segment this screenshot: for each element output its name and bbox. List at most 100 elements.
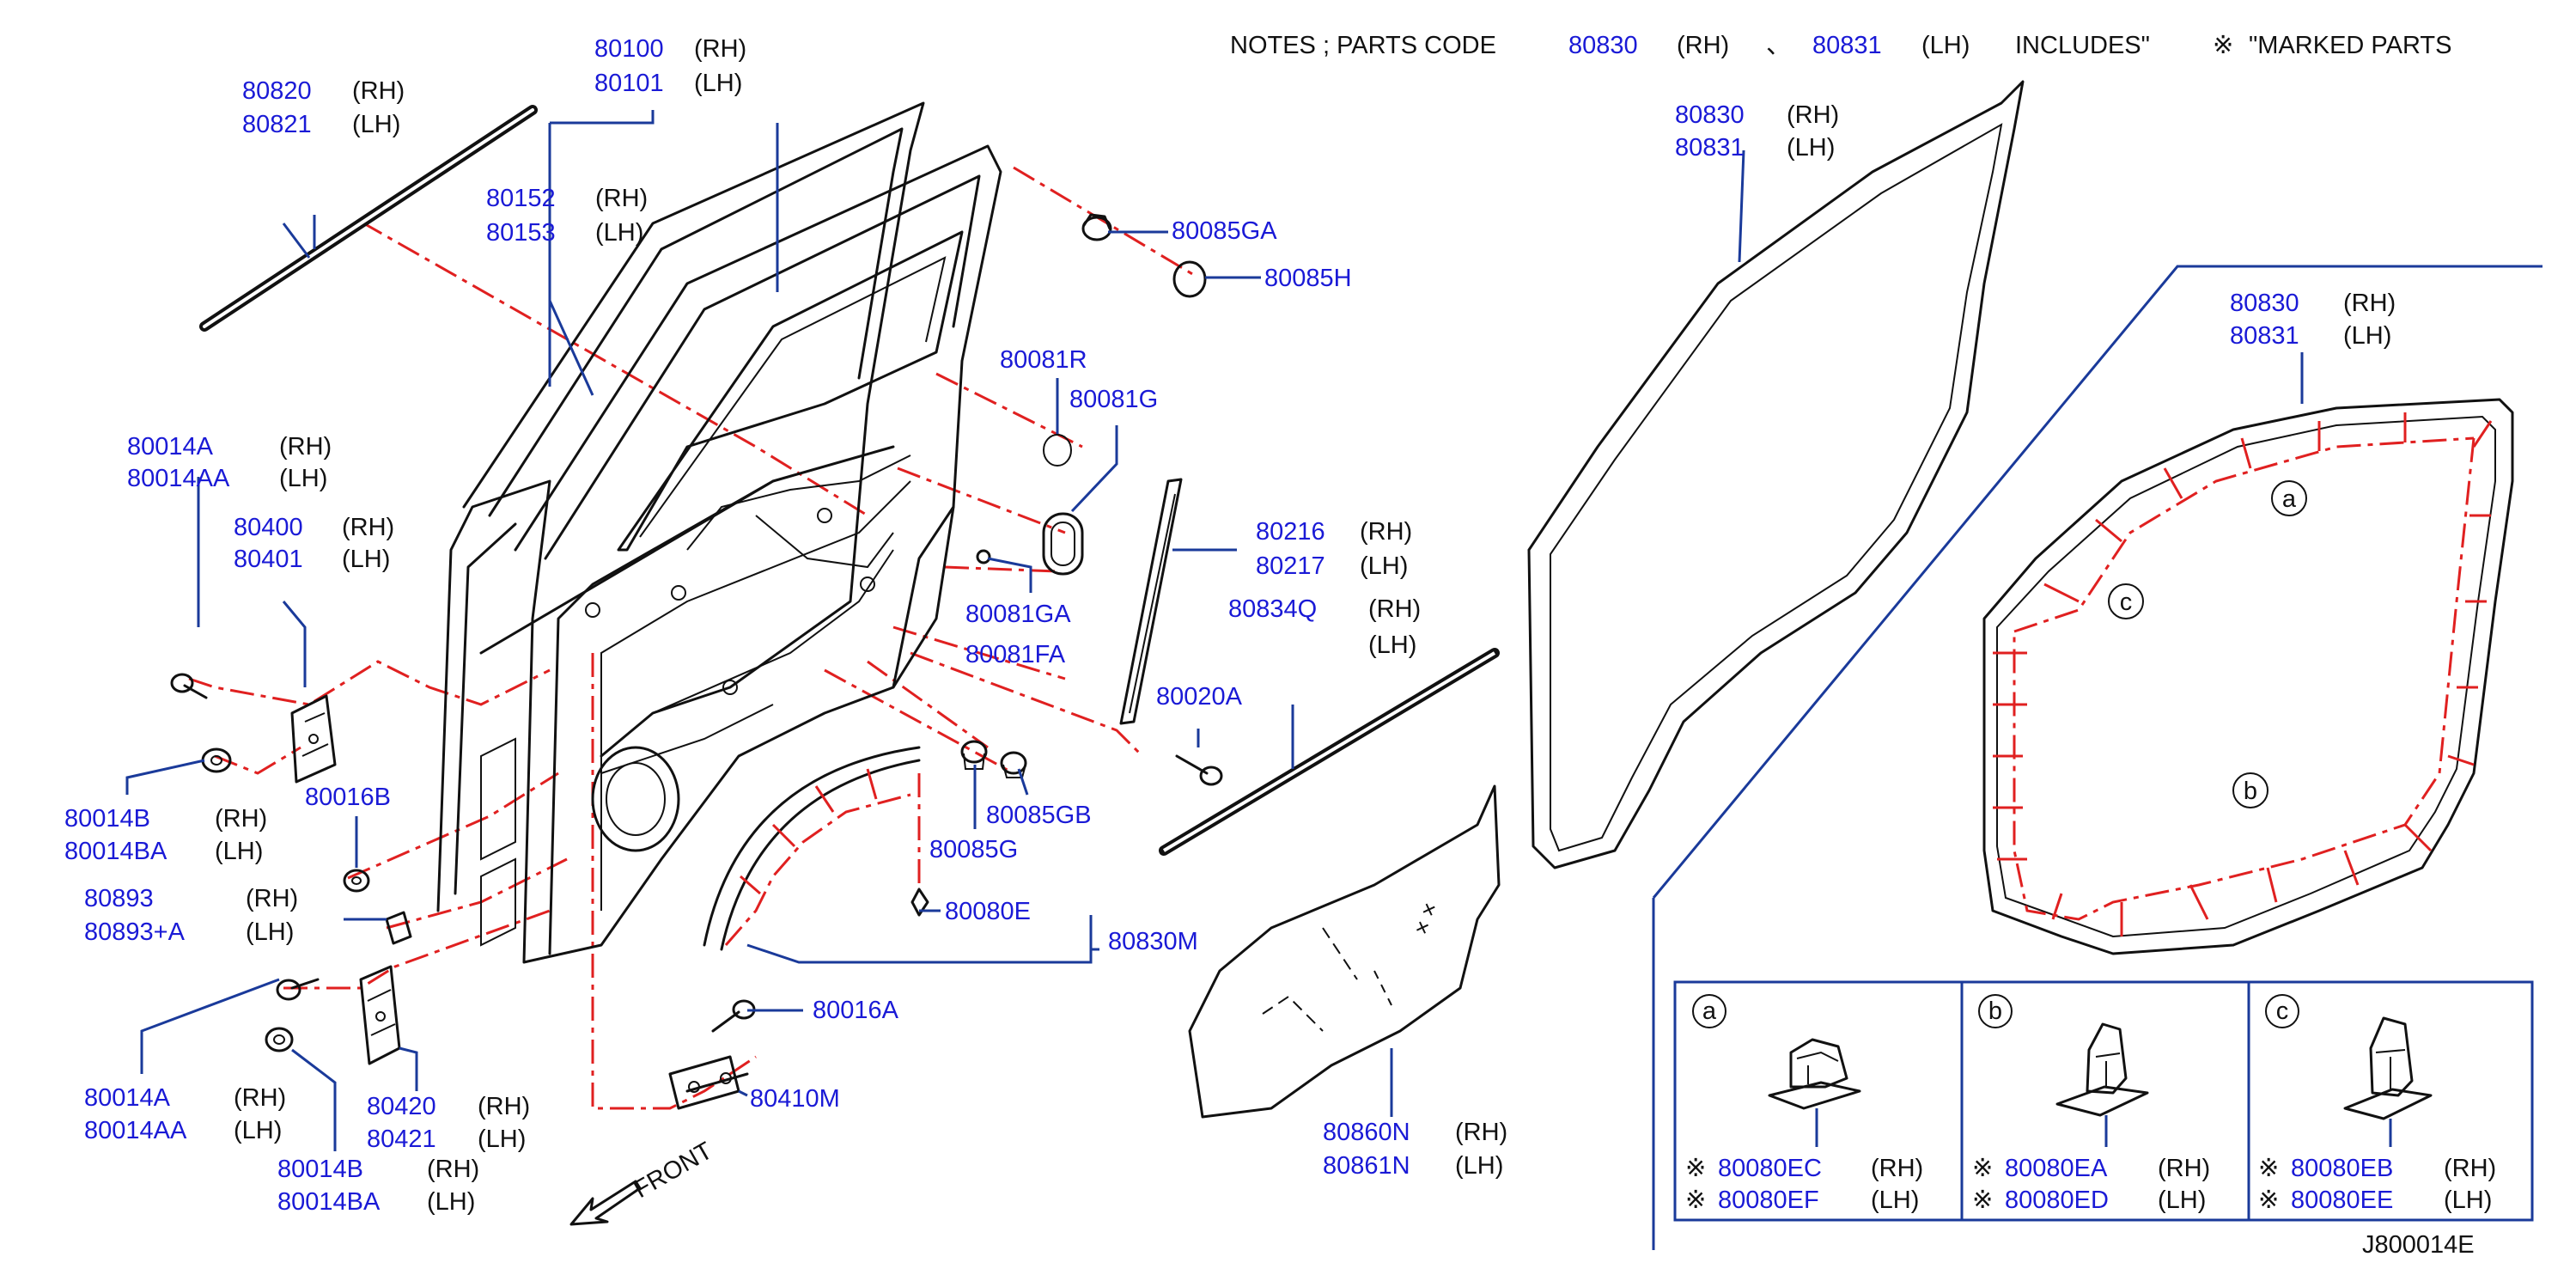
- door-weatherstrip-large[interactable]: [1527, 80, 2025, 869]
- clip-a-icon: [1768, 1038, 1861, 1147]
- nut-80016b[interactable]: [343, 869, 370, 893]
- label-80830[interactable]: 80830: [1675, 101, 1745, 129]
- stopper-80893[interactable]: [385, 911, 412, 945]
- label-80893[interactable]: 80893: [84, 885, 154, 912]
- label-80893a[interactable]: 80893+A: [84, 918, 186, 946]
- bolt-80014a-lower[interactable]: [276, 978, 320, 1001]
- label-80153[interactable]: 80153: [486, 219, 556, 247]
- label-80081r[interactable]: 80081R: [1000, 346, 1087, 374]
- label-80834q-lh-side: (LH): [1368, 631, 1416, 659]
- label-80085ga[interactable]: 80085GA: [1172, 217, 1277, 245]
- label-80085g[interactable]: 80085G: [929, 836, 1018, 863]
- label-80016a[interactable]: 80016A: [813, 997, 899, 1024]
- callout-a[interactable]: a: [2271, 480, 2307, 516]
- label-80831[interactable]: 80831: [1675, 134, 1745, 162]
- bolt-80014a-upper[interactable]: [170, 673, 208, 699]
- label-80014ba-lower[interactable]: 80014BA: [277, 1188, 381, 1216]
- label-80830-detail-side: (RH): [2343, 290, 2396, 317]
- hinge-80400[interactable]: [290, 694, 337, 784]
- label-80831-detail[interactable]: 80831: [2230, 322, 2299, 350]
- label-80014aa-upper-side: (LH): [279, 465, 327, 492]
- sash-channel-80216[interactable]: [1119, 478, 1183, 725]
- clip-a-mark-rh: ※: [1685, 1155, 1706, 1182]
- door-check-80410m[interactable]: [668, 1055, 749, 1110]
- label-80014b-upper[interactable]: 80014B: [64, 805, 150, 833]
- label-80830m[interactable]: 80830M: [1108, 928, 1198, 955]
- label-80820[interactable]: 80820: [242, 77, 312, 105]
- label-80216-side: (RH): [1360, 518, 1412, 546]
- centerline-80085g: [867, 660, 989, 749]
- clip-c-code-rh[interactable]: 80080EB: [2291, 1155, 2393, 1182]
- label-80834q[interactable]: 80834Q: [1228, 595, 1317, 623]
- label-80152[interactable]: 80152: [486, 185, 556, 212]
- inner-belt-molding-80834q[interactable]: [1159, 648, 1500, 856]
- label-80861n[interactable]: 80861N: [1323, 1152, 1410, 1180]
- sealing-screen-80860n[interactable]: ✕ ✕: [1188, 784, 1501, 1119]
- seal-80081g[interactable]: [1042, 512, 1084, 576]
- label-80014a-upper[interactable]: 80014A: [127, 433, 214, 461]
- clip-b-code-rh[interactable]: 80080EA: [2005, 1155, 2108, 1182]
- bolt-80020a[interactable]: [1175, 754, 1223, 786]
- label-80893-side: (RH): [246, 885, 298, 912]
- label-80014ba-upper[interactable]: 80014BA: [64, 838, 167, 865]
- centerline-80081g: [897, 467, 1066, 534]
- screen-marking: ✕ ✕: [1412, 900, 1441, 937]
- label-80216[interactable]: 80216: [1256, 518, 1325, 546]
- clip-a-code-lh[interactable]: 80080EF: [1718, 1187, 1819, 1214]
- label-80217[interactable]: 80217: [1256, 552, 1325, 580]
- label-80014a-lower[interactable]: 80014A: [84, 1084, 171, 1112]
- part-labels: 80820 (RH) 80821 (LH) 80100 (RH) 80101 (…: [64, 35, 2396, 1216]
- clip-80080e[interactable]: [910, 888, 929, 917]
- label-80401[interactable]: 80401: [234, 546, 303, 573]
- label-80014b-lower[interactable]: 80014B: [277, 1156, 363, 1183]
- label-80014aa-upper[interactable]: 80014AA: [127, 465, 230, 492]
- label-80830-detail[interactable]: 80830: [2230, 290, 2299, 317]
- clip-80085gb[interactable]: [1000, 751, 1027, 778]
- door-regulator-cable: [755, 515, 894, 569]
- label-80085gb[interactable]: 80085GB: [986, 802, 1092, 829]
- label-80101[interactable]: 80101: [594, 70, 664, 97]
- clip-b-code-lh[interactable]: 80080ED: [2005, 1187, 2109, 1214]
- grommet-80085h[interactable]: [1172, 260, 1207, 298]
- label-80014aa-lower-side: (LH): [234, 1117, 282, 1144]
- label-80085h[interactable]: 80085H: [1264, 265, 1352, 292]
- bolt-80016a[interactable]: [711, 999, 756, 1033]
- seal-80081r[interactable]: [1043, 434, 1072, 467]
- label-80080e[interactable]: 80080E: [945, 898, 1031, 925]
- label-80421[interactable]: 80421: [367, 1126, 436, 1153]
- label-80081ga[interactable]: 80081GA: [965, 601, 1071, 628]
- label-80100[interactable]: 80100: [594, 35, 664, 63]
- label-80081fa[interactable]: 80081FA: [965, 641, 1066, 668]
- clip-a-code-rh[interactable]: 80080EC: [1718, 1155, 1822, 1182]
- callout-c[interactable]: c: [2108, 583, 2144, 619]
- clip-b-letter: b: [1988, 997, 2002, 1025]
- label-80420[interactable]: 80420: [367, 1093, 436, 1120]
- clip-c-code-lh[interactable]: 80080EE: [2291, 1187, 2393, 1214]
- clip-b-mark-lh: ※: [1972, 1187, 1993, 1214]
- assembly-centerlines: [188, 166, 1195, 1110]
- label-80400[interactable]: 80400: [234, 514, 303, 541]
- label-80020a[interactable]: 80020A: [1156, 683, 1243, 711]
- notes-includes: INCLUDES": [2015, 32, 2150, 59]
- callout-b[interactable]: b: [2232, 772, 2268, 808]
- notes-code-lh[interactable]: 80831: [1812, 32, 1882, 59]
- label-80081g[interactable]: 80081G: [1069, 386, 1158, 413]
- label-80014a-upper-side: (RH): [279, 433, 332, 461]
- hinge-80420[interactable]: [359, 965, 401, 1065]
- clip-80081ga[interactable]: [976, 549, 991, 564]
- door-glass-inner-edge: [639, 256, 947, 538]
- notes-rh: (RH): [1677, 32, 1729, 59]
- label-80014aa-lower[interactable]: 80014AA: [84, 1117, 187, 1144]
- arch-seal-80830m[interactable]: [703, 746, 921, 951]
- label-80821[interactable]: 80821: [242, 111, 312, 138]
- label-80016b[interactable]: 80016B: [305, 784, 391, 811]
- centerline-80893: [386, 857, 568, 930]
- nut-80014b-lower[interactable]: [265, 1027, 294, 1052]
- clip-legend: a ※ 80080EC (RH) ※ 80080EF (LH) b: [1673, 980, 2534, 1222]
- label-80410m[interactable]: 80410M: [750, 1085, 840, 1113]
- label-80860n[interactable]: 80860N: [1323, 1119, 1410, 1146]
- clip-80085ga[interactable]: [1081, 213, 1112, 241]
- notes-code-rh[interactable]: 80830: [1568, 32, 1638, 59]
- label-80820-side: (RH): [352, 77, 405, 105]
